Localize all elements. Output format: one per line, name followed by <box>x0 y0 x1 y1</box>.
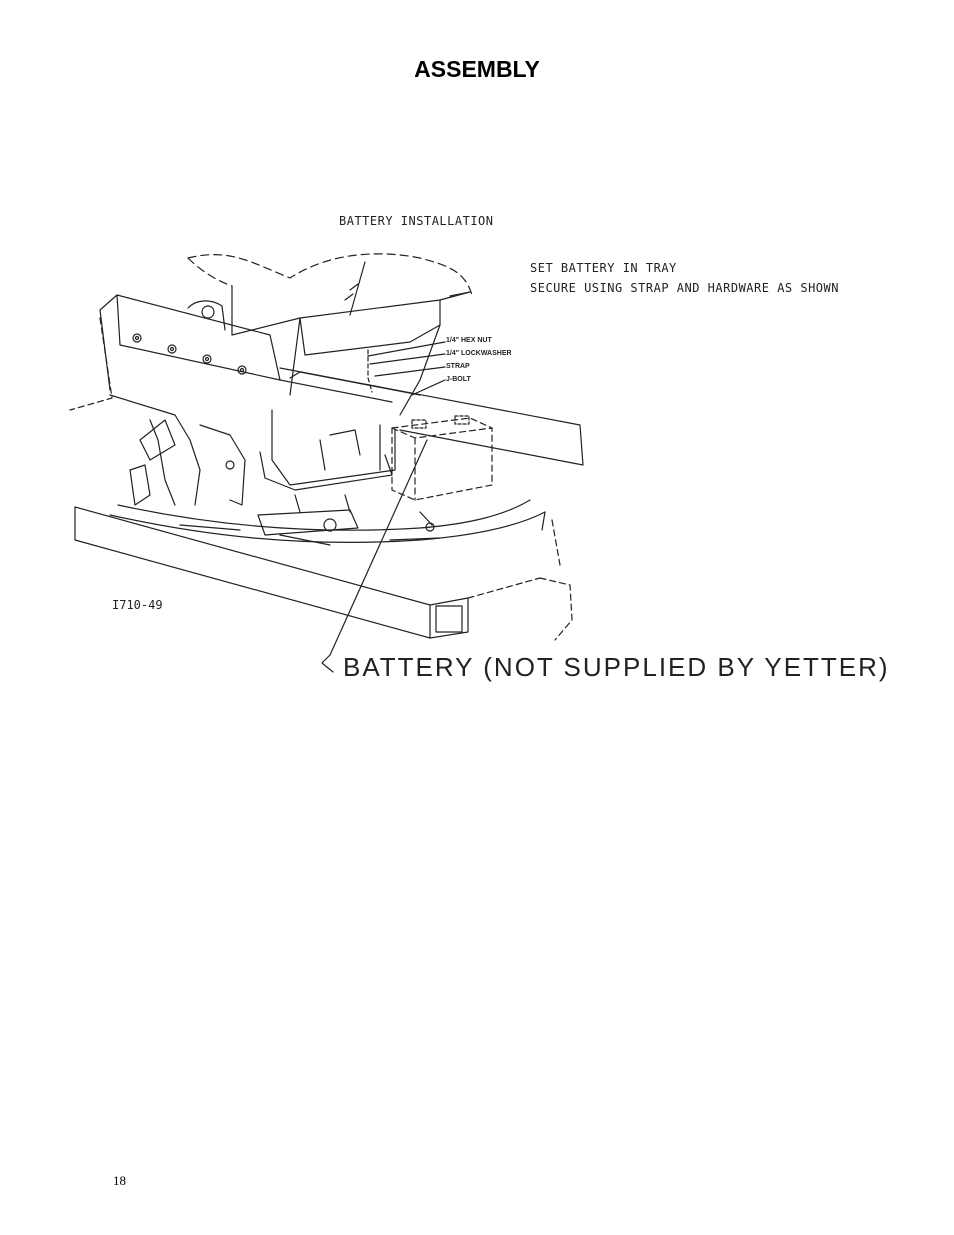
callout-lockwasher: 1/4" LOCKWASHER <box>446 350 512 357</box>
instruction-line: SET BATTERY IN TRAY <box>530 261 677 275</box>
page-title: ASSEMBLY <box>414 56 540 82</box>
battery-label: BATTERY (NOT SUPPLIED BY YETTER) <box>343 652 890 682</box>
callout-strap: STRAP <box>446 363 470 370</box>
callout-j-bolt: J-BOLT <box>446 376 471 383</box>
instruction-line: SECURE USING STRAP AND HARDWARE AS SHOWN <box>530 281 839 295</box>
page-number: 18 <box>113 1173 126 1188</box>
callout-hex-nut: 1/4" HEX NUT <box>446 337 492 344</box>
figure-number: I710-49 <box>112 598 163 612</box>
battery-installation-drawing <box>69 253 584 673</box>
figure-title: BATTERY INSTALLATION <box>339 214 494 228</box>
